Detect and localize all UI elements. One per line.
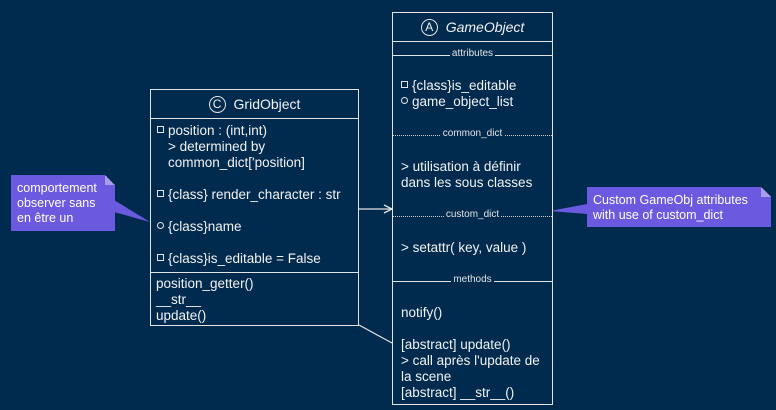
method-update: update() bbox=[156, 308, 207, 323]
abstract-stereotype-icon: A bbox=[420, 18, 438, 36]
method-abstract-str: [abstract] __str__() bbox=[401, 385, 515, 400]
method-position-getter: position_getter() bbox=[156, 276, 254, 291]
observer-note-line-1: comportement bbox=[17, 181, 97, 195]
method-str: __str__ bbox=[156, 292, 202, 307]
game-object-class[interactable]: A GameObject attributes {class}is_editab… bbox=[392, 12, 553, 405]
custom-dict-label: custom_dict bbox=[443, 209, 502, 220]
static-square-icon bbox=[157, 125, 164, 133]
method-abstract-update: [abstract] update() bbox=[401, 337, 511, 352]
note-fold-icon bbox=[105, 175, 115, 185]
grid-object-header: C GridObject bbox=[151, 90, 358, 118]
custom-dict-line: > setattr( key, value ) bbox=[401, 240, 527, 255]
field-position-note-1: > determined by bbox=[168, 139, 266, 154]
field-render-character: {class} render_character : str bbox=[157, 187, 341, 202]
field-is-editable: {class}is_editable = False bbox=[157, 251, 321, 266]
static-square-icon bbox=[157, 253, 164, 261]
common-dict-line-2: dans les sous classes bbox=[401, 175, 533, 190]
grid-header-divider bbox=[151, 118, 358, 119]
observer-note-line-3: en être un bbox=[17, 211, 74, 225]
update-override-line bbox=[358, 324, 393, 344]
grid-methods-divider bbox=[151, 272, 358, 273]
methods-section-label: methods bbox=[451, 274, 494, 285]
left-note-connector bbox=[114, 200, 150, 222]
field-position-note-2: common_dict['position] bbox=[168, 155, 305, 170]
note-fold-icon bbox=[761, 187, 771, 197]
common-dict-line-1: > utilisation à définir bbox=[401, 159, 521, 174]
custom-attributes-note[interactable]: Custom GameObj attributes with use of cu… bbox=[587, 187, 771, 227]
custom-note-line-2: with use of custom_dict bbox=[593, 208, 723, 222]
game-object-header: A GameObject bbox=[393, 13, 552, 41]
grid-object-title: GridObject bbox=[233, 96, 301, 112]
method-note-2: la scene bbox=[401, 369, 452, 384]
static-square-icon bbox=[401, 80, 408, 88]
game-object-title: GameObject bbox=[445, 19, 525, 35]
public-circle-icon bbox=[157, 221, 164, 229]
field-name: {class}name bbox=[157, 219, 242, 234]
attribute-game-object-list: game_object_list bbox=[401, 94, 513, 109]
observer-note-line-2: observer sans bbox=[17, 196, 96, 210]
method-note-1: > call après l'update de bbox=[401, 353, 540, 368]
attributes-section-label: attributes bbox=[449, 48, 496, 59]
grid-object-class[interactable]: C GridObject position : (int,int) > dete… bbox=[150, 89, 359, 326]
custom-note-line-1: Custom GameObj attributes bbox=[593, 193, 748, 207]
static-square-icon bbox=[157, 189, 164, 197]
header-divider bbox=[393, 41, 552, 42]
class-stereotype-icon: C bbox=[208, 95, 226, 113]
common-dict-label: common_dict bbox=[440, 128, 505, 139]
attribute-is-editable: {class}is_editable bbox=[401, 78, 516, 93]
right-note-connector bbox=[550, 204, 587, 214]
field-position: position : (int,int) bbox=[157, 123, 267, 138]
observer-note[interactable]: comportement observer sans en être un bbox=[11, 175, 115, 231]
method-notify: notify() bbox=[401, 305, 443, 320]
public-circle-icon bbox=[401, 96, 408, 104]
